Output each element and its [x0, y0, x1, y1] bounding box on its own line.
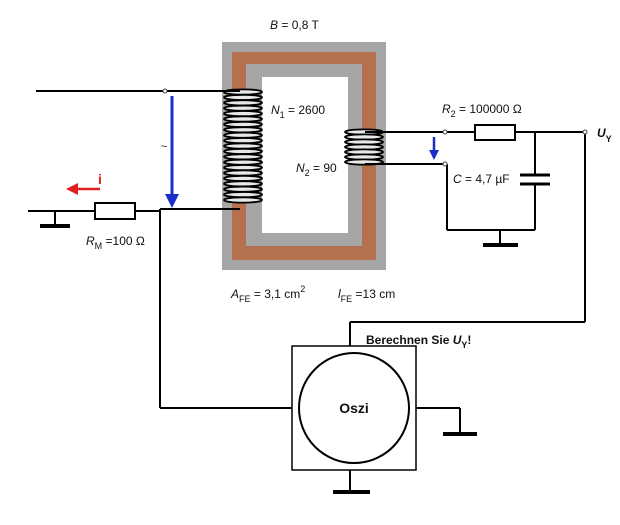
primary-coil-turn	[223, 174, 263, 182]
primary-coil-turn	[223, 99, 263, 107]
oscilloscope-screen	[298, 352, 410, 464]
secondary-coil	[344, 128, 384, 166]
primary-voltage-arrow	[165, 96, 179, 208]
n2-label: N2 = 90	[296, 161, 337, 178]
n1-label: N1 = 2600	[271, 103, 325, 120]
primary-coil-turn	[223, 104, 263, 112]
resistor-r2	[474, 124, 516, 141]
uy-label: UY	[597, 126, 612, 144]
oscilloscope: Oszi	[291, 345, 417, 471]
core-length-label: lFE =13 cm	[338, 287, 395, 304]
primary-coil-turn	[223, 115, 263, 123]
ground-symbols	[40, 224, 518, 494]
primary-coil-turn	[223, 120, 263, 128]
primary-coil-turn	[223, 191, 263, 199]
primary-coil-turn	[223, 185, 263, 193]
iron-core	[222, 42, 386, 270]
primary-coil-turn	[223, 110, 263, 118]
current-arrow	[66, 183, 100, 195]
core-gray-gap	[246, 64, 362, 246]
primary-coil-turn	[223, 164, 263, 172]
oscilloscope-label: Oszi	[339, 400, 369, 416]
capacitance-label: C = 4,7 µF	[453, 172, 510, 186]
resistor-rm	[94, 202, 136, 220]
capacitor	[520, 173, 550, 186]
primary-coil-turn	[223, 158, 263, 166]
rm-label: RM =100 Ω	[86, 234, 145, 251]
junction-dots	[162, 88, 588, 167]
r2-label: R2 = 100000 Ω	[442, 102, 522, 119]
primary-coil	[223, 88, 263, 204]
primary-coil-turn	[223, 137, 263, 145]
flux-density-label: B = 0,8 T	[270, 18, 319, 32]
primary-coil-turn	[223, 126, 263, 134]
primary-coil-turn	[223, 142, 263, 150]
wiring	[28, 90, 586, 490]
current-label: i	[98, 171, 102, 187]
primary-coil-turn	[223, 169, 263, 177]
primary-coil-turn	[223, 147, 263, 155]
primary-coil-turn	[223, 153, 263, 161]
primary-coil-turn	[223, 93, 263, 101]
secondary-voltage-arrow	[429, 137, 439, 160]
primary-coil-turn	[223, 196, 263, 204]
primary-coil-turn	[223, 131, 263, 139]
ac-source-symbol: ~	[161, 141, 167, 153]
primary-coil-turn	[223, 180, 263, 188]
core-window	[262, 77, 348, 233]
task-question: Berechnen Sie UY!	[366, 333, 471, 350]
core-area-label: AFE = 3,1 cm2	[230, 284, 305, 304]
